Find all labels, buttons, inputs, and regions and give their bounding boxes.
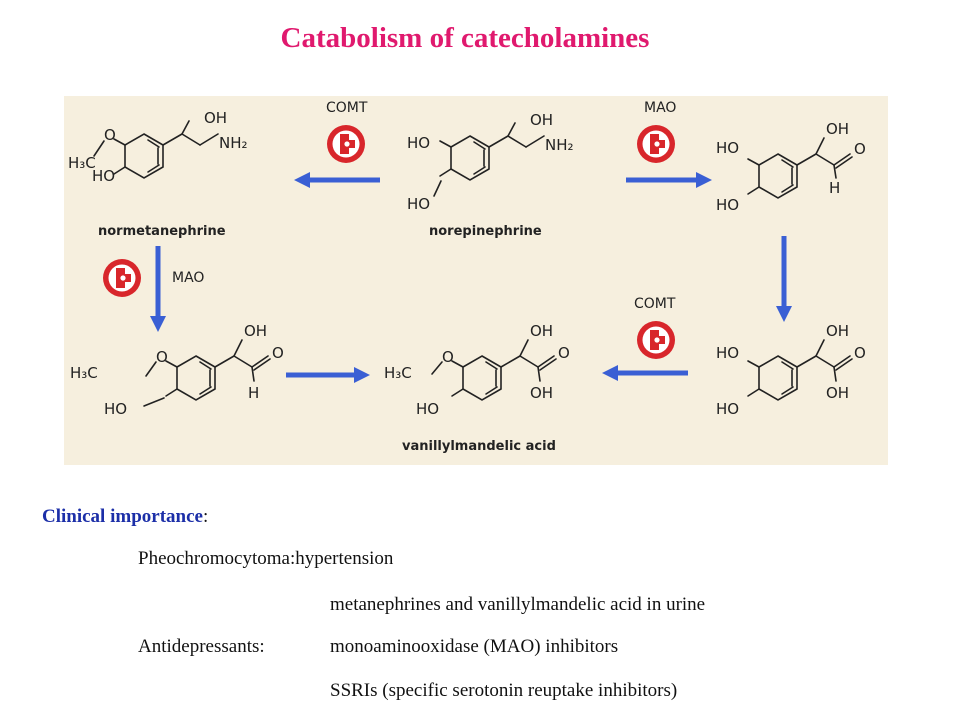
svg-text:O: O <box>854 344 866 362</box>
svg-text:HO: HO <box>716 139 739 157</box>
clinical-row-2-right: metanephrines and vanillylmandelic acid … <box>330 594 706 615</box>
molecule-normetanephrine: OH NH₂ O H₃C HO normetanephrine <box>68 109 248 239</box>
svg-text:H: H <box>248 384 259 402</box>
inhibitor-icon-comt-bottom <box>637 321 675 359</box>
svg-text:OH: OH <box>826 322 849 340</box>
clinical-row-1-left: Pheochromocytoma:hypertension <box>138 548 394 569</box>
enzyme-comt-bottom: COMT <box>634 296 676 312</box>
enzyme-mao-left: MAO <box>172 270 204 286</box>
svg-text:O: O <box>104 126 116 144</box>
svg-text:H: H <box>829 179 840 197</box>
svg-text:H₃C: H₃C <box>68 154 96 172</box>
enzyme-comt-top: COMT <box>326 100 368 116</box>
svg-text:H₃C: H₃C <box>70 364 98 382</box>
svg-text:NH₂: NH₂ <box>219 134 248 152</box>
svg-text:O: O <box>156 348 168 366</box>
svg-text:OH: OH <box>826 384 849 402</box>
page-title: Catabolism of catecholamines <box>280 22 650 54</box>
svg-text:HO: HO <box>407 195 430 213</box>
label-normetanephrine: normetanephrine <box>98 224 226 239</box>
figure-background <box>64 96 888 465</box>
clinical-row-3-left: Antidepressants: <box>138 636 265 657</box>
svg-text:OH: OH <box>530 111 553 129</box>
molecule-dihydroxymandelic-acid: OH O OH HO HO <box>716 322 866 418</box>
molecule-dihydroxyphenylglycolaldehyde: OH O H HO HO <box>716 120 866 214</box>
svg-text:NH₂: NH₂ <box>545 136 574 154</box>
inhibitor-icon-mao-top <box>637 125 675 163</box>
label-vanillylmandelic-acid: vanillylmandelic acid <box>402 439 556 454</box>
clinical-heading: Clinical importance: <box>42 506 209 527</box>
label-norepinephrine: norepinephrine <box>429 224 542 239</box>
svg-text:HO: HO <box>104 400 127 418</box>
svg-text:HO: HO <box>716 344 739 362</box>
molecule-norepinephrine: OH NH₂ HO HO norepinephrine <box>407 111 574 239</box>
catabolism-diagram: OH NH₂ O H₃C HO normetanephrine OH NH₂ H… <box>64 96 888 465</box>
svg-text:O: O <box>272 344 284 362</box>
svg-text:HO: HO <box>716 400 739 418</box>
inhibitor-icon-mao-left <box>103 259 141 297</box>
svg-text:OH: OH <box>530 384 553 402</box>
svg-text:O: O <box>442 348 454 366</box>
svg-text:HO: HO <box>716 196 739 214</box>
inhibitor-icon-comt-top <box>327 125 365 163</box>
svg-text:OH: OH <box>826 120 849 138</box>
svg-text:HO: HO <box>92 167 115 185</box>
molecule-vanillylmandelic-acid: OH O OH O H₃C HO vanillylmandelic acid <box>384 322 570 454</box>
svg-text:OH: OH <box>204 109 227 127</box>
svg-text:HO: HO <box>407 134 430 152</box>
enzyme-mao-top: MAO <box>644 100 676 116</box>
molecule-methoxyhydroxyphenylglycolaldehyde: OH O H O H₃C HO <box>70 322 284 418</box>
svg-text:H₃C: H₃C <box>384 364 412 382</box>
clinical-row-3-right: monoaminooxidase (MAO) inhibitors <box>330 636 619 657</box>
svg-text:O: O <box>558 344 570 362</box>
svg-text:HO: HO <box>416 400 439 418</box>
svg-text:OH: OH <box>244 322 267 340</box>
svg-text:O: O <box>854 140 866 158</box>
svg-text:OH: OH <box>530 322 553 340</box>
clinical-row-4-right: SSRIs (specific serotonin reuptake inhib… <box>330 680 678 701</box>
